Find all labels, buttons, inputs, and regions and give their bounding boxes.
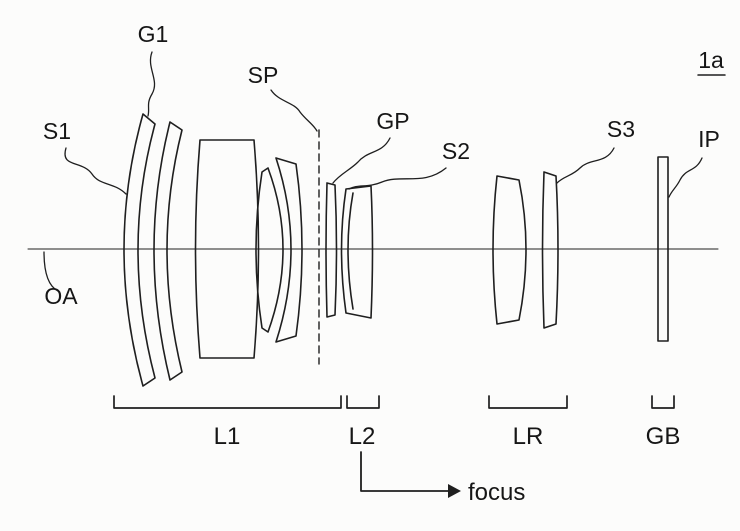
oa-label: OA (44, 283, 78, 309)
l1-group-label: L1 (214, 423, 241, 450)
gb-glass-block (657, 156, 669, 342)
focus-arrow (360, 451, 461, 498)
s3-leader-line (556, 147, 615, 184)
gp-plate-element (325, 182, 338, 318)
lens-element-8 (541, 171, 559, 329)
gp-leader-line (332, 137, 391, 184)
s1-label: S1 (43, 118, 71, 144)
lens-group-l2 (340, 185, 374, 319)
gb-bracket (651, 395, 675, 409)
focus-label: focus (468, 479, 525, 506)
oa-leader-line (43, 251, 59, 292)
gp-label: GP (376, 108, 409, 134)
s2-label: S2 (442, 138, 470, 164)
focus-arrow-line (360, 451, 449, 492)
gb-group-label: GB (646, 423, 681, 450)
focus-arrowhead (448, 484, 461, 498)
s1-leader-line (64, 147, 127, 195)
l1-bracket (113, 395, 342, 409)
group-brackets (113, 395, 675, 409)
l2-group-label: L2 (349, 423, 376, 450)
lens-element-3 (194, 139, 260, 359)
s3-label: S3 (607, 116, 635, 142)
lens-element-4 (255, 167, 284, 333)
sp-leader-line (270, 89, 318, 132)
g1-leader-line (147, 51, 156, 117)
figure-number: 1a (698, 47, 724, 73)
lens-element-1 (123, 113, 156, 387)
lens-group-lr (492, 171, 559, 329)
ip-leader-line (668, 157, 703, 198)
l2-bracket (346, 395, 380, 409)
lens-element-6 (340, 185, 374, 319)
lens-element-7 (492, 175, 527, 325)
lr-bracket (488, 395, 568, 409)
lr-group-label: LR (513, 423, 544, 450)
s2-leader-line (348, 167, 447, 190)
lens-group-l1 (123, 113, 303, 387)
leader-lines (43, 51, 703, 292)
ip-label: IP (698, 126, 720, 152)
lens-element-5 (275, 157, 303, 343)
g1-label: G1 (138, 21, 169, 47)
sp-label: SP (248, 62, 279, 88)
lens-element-2 (153, 121, 183, 381)
lens-element-6-cemented-surface (347, 192, 354, 310)
